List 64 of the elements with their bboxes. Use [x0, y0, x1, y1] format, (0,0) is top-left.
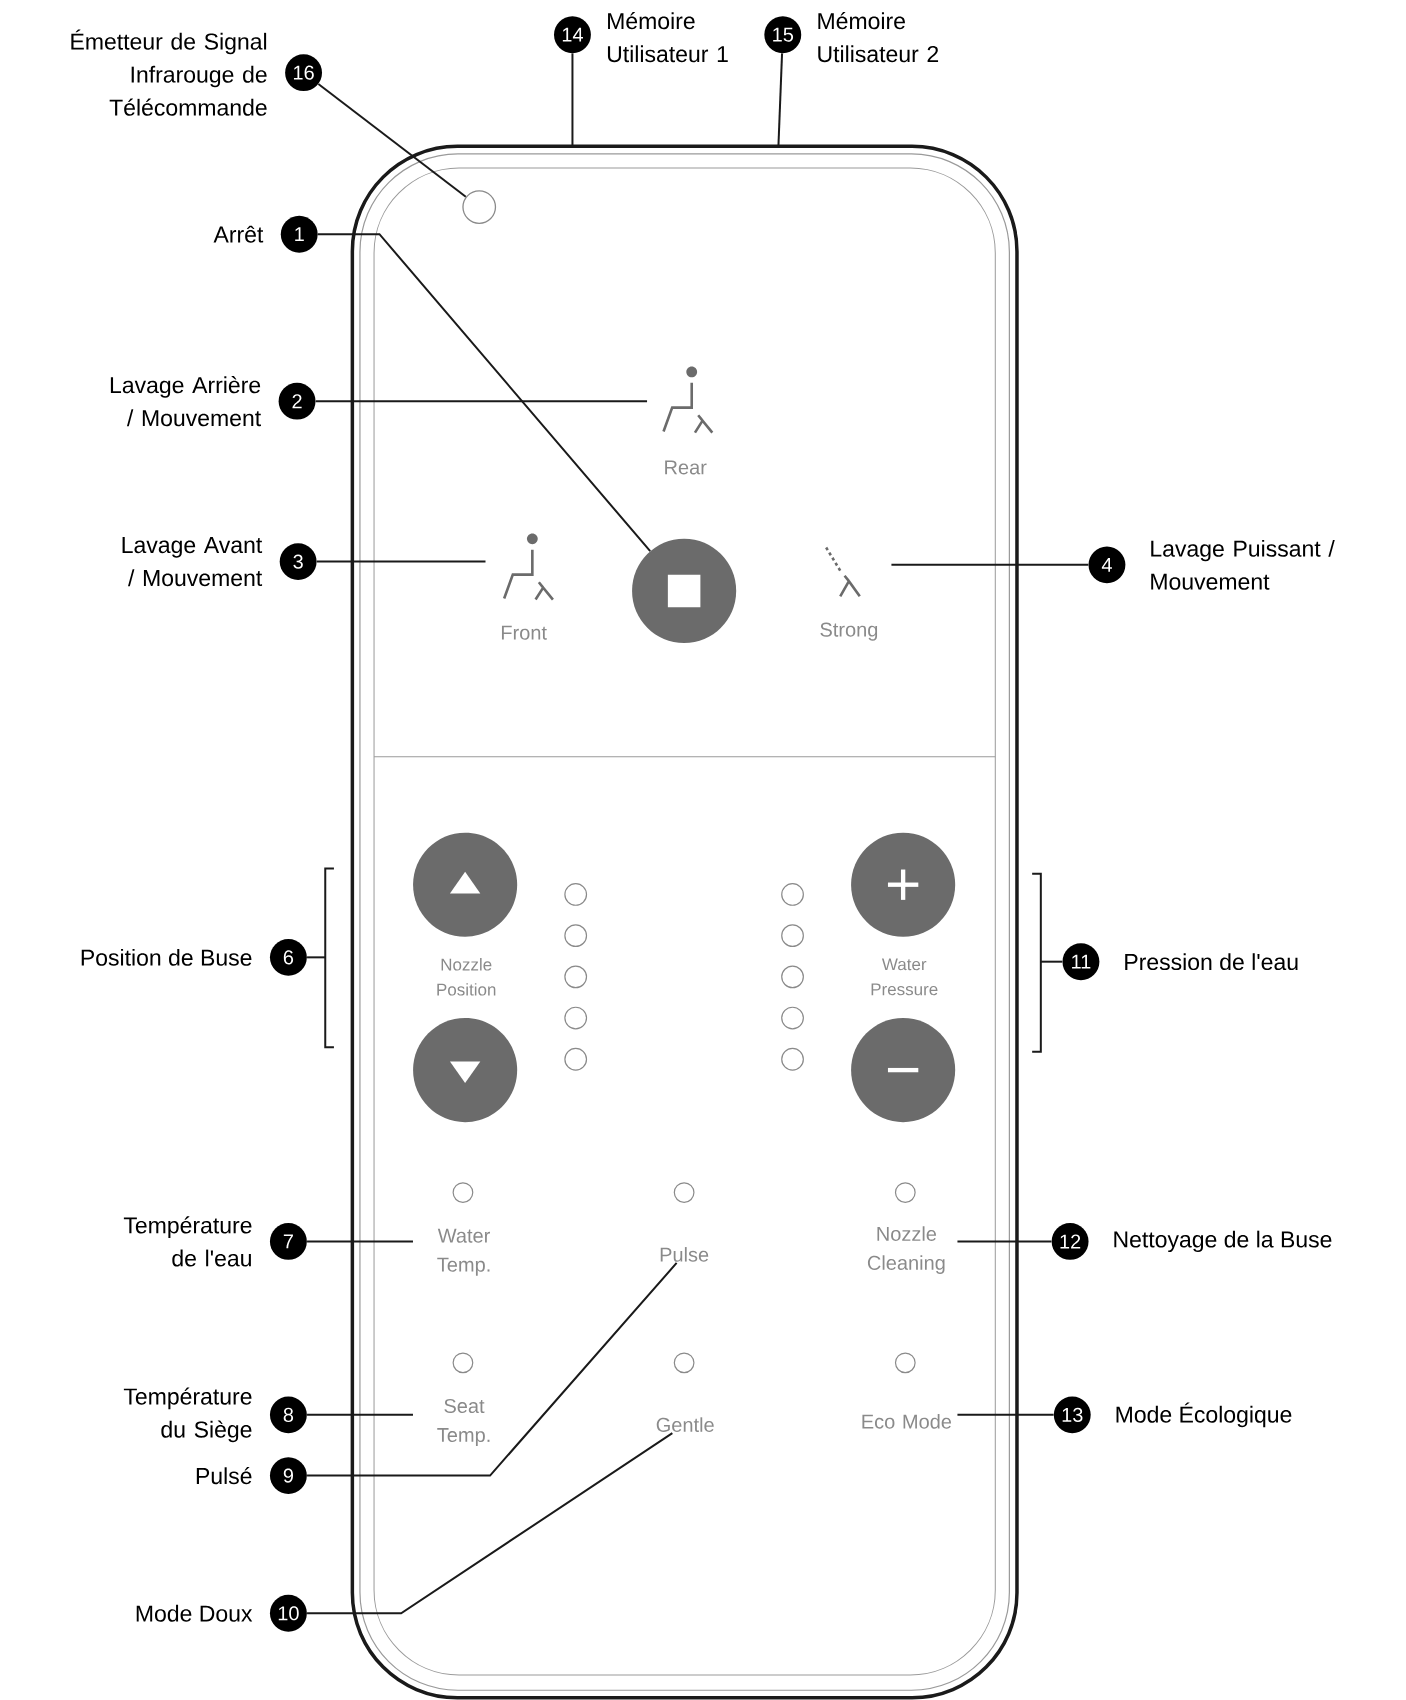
callout-number: 6 — [269, 938, 307, 976]
callout-label: Lavage Arrière / Mouvement — [110, 376, 261, 427]
leader-line — [1039, 960, 1064, 963]
callout-number: 2 — [278, 382, 316, 420]
callout-number: 9 — [269, 1457, 307, 1495]
button-label: Eco Mode — [862, 1414, 951, 1429]
callout-label: Nettoyage de la Buse — [1114, 1230, 1332, 1253]
callout-number: 15 — [764, 16, 802, 54]
leader-line — [956, 1413, 1055, 1416]
wash-button: Rear — [662, 366, 714, 475]
callout-number: 1 — [280, 215, 318, 253]
node-label: Front — [501, 625, 547, 640]
callout-label: Température de l'eau — [123, 1216, 252, 1267]
callout-number: 10 — [269, 1594, 307, 1632]
leader-line — [305, 1432, 674, 1615]
up-button — [413, 832, 518, 937]
callout-number: 3 — [279, 543, 317, 581]
callout-label: Mémoire Utilisateur 2 — [818, 12, 938, 63]
callout-label: Température du Siège — [123, 1387, 252, 1443]
callout-number: 4 — [1088, 546, 1126, 584]
leader-line — [316, 233, 652, 553]
leader-line — [305, 956, 327, 959]
button-label: Pulse — [660, 1247, 709, 1262]
plus-button — [851, 832, 956, 937]
button-label: Nozzle Cleaning — [867, 1226, 945, 1274]
infrared-emitter — [462, 190, 497, 224]
leader-line — [890, 563, 1090, 566]
leader-line — [571, 52, 574, 147]
wash-button: Strong — [820, 546, 877, 641]
leader-line — [305, 1261, 678, 1477]
callout-number: 14 — [553, 16, 591, 54]
button-label: Gentle — [656, 1417, 714, 1432]
callout-label: Pulsé — [196, 1467, 252, 1485]
callout-label: Lavage Puissant / Mouvement — [1151, 539, 1335, 590]
callout-label: Position de Buse — [81, 948, 252, 966]
panel-label: Water Pressure — [871, 958, 938, 996]
callout-number: 11 — [1062, 943, 1100, 981]
leader-line — [305, 1240, 414, 1243]
callout-label: Mode Doux — [136, 1604, 253, 1622]
leader-line — [305, 1413, 414, 1416]
callout-label: Lavage Avant / Mouvement — [122, 537, 262, 587]
callout-label: Pression de l'eau — [1125, 953, 1298, 971]
down-button — [413, 1018, 518, 1123]
callout-number: 8 — [269, 1396, 307, 1434]
leader-line — [777, 52, 783, 147]
panel-label: Nozzle Position — [437, 958, 496, 996]
callout-number: 16 — [285, 54, 322, 92]
callout-number: 13 — [1053, 1396, 1091, 1434]
leader-line — [956, 1240, 1053, 1243]
button-label: Water Temp. — [437, 1228, 490, 1276]
minus-button — [851, 1018, 956, 1123]
wash-button: Front — [501, 533, 555, 640]
stop-button — [632, 538, 737, 643]
callout-label: Arrêt — [213, 225, 264, 243]
node-label: Rear — [665, 460, 707, 475]
leader-line — [315, 560, 487, 563]
callout-number: 12 — [1051, 1222, 1089, 1260]
callout-label: Émetteur de Signal Infrarouge de Télécommande — [71, 29, 267, 116]
callout-label: Mode Écologique — [1116, 1402, 1292, 1428]
button-label: Seat Temp. — [437, 1398, 490, 1447]
callout-number: 7 — [269, 1222, 307, 1260]
callout-label: Mémoire Utilisateur 1 — [607, 12, 728, 63]
leader-line — [314, 400, 648, 403]
leader-line — [317, 83, 467, 198]
